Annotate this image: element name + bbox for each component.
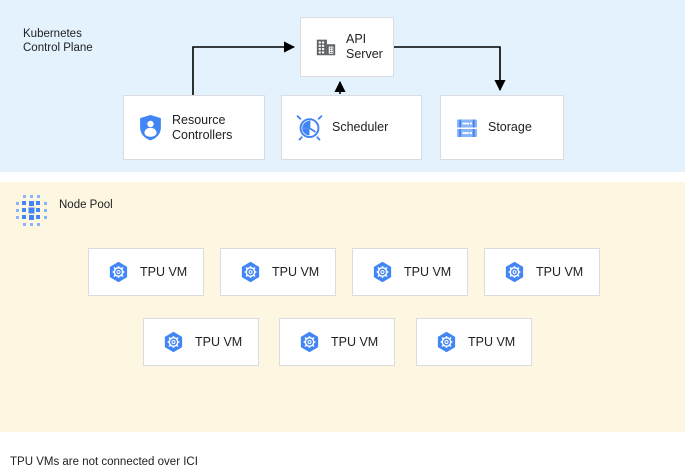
node-pool-panel (0, 182, 685, 432)
tpu-hex-gear-icon (437, 331, 456, 353)
box-tpu-vm-label: TPU VM (404, 264, 452, 279)
server-rack-icon (457, 119, 477, 137)
tpu-hex-gear-icon (373, 261, 392, 283)
tpu-hex-gear-icon (241, 261, 260, 283)
box-tpu-vm[interactable]: TPU VM (88, 248, 204, 296)
box-scheduler[interactable]: Scheduler (281, 95, 422, 160)
building-icon (316, 39, 336, 56)
box-tpu-vm[interactable]: TPU VM (279, 318, 395, 366)
footnote-text: TPU VMs are not connected over ICI (10, 456, 198, 468)
box-api-server-label: API Server (346, 32, 383, 61)
tpu-hex-gear-icon (300, 331, 319, 353)
tpu-hex-gear-icon (505, 261, 524, 283)
box-storage[interactable]: Storage (440, 95, 564, 160)
shield-person-icon (140, 115, 161, 141)
node-pool-dots-icon (16, 195, 47, 226)
box-tpu-vm[interactable]: TPU VM (416, 318, 532, 366)
box-tpu-vm[interactable]: TPU VM (352, 248, 468, 296)
box-tpu-vm[interactable]: TPU VM (220, 248, 336, 296)
alarm-clock-icon (296, 115, 323, 141)
tpu-hex-gear-icon (164, 331, 183, 353)
box-storage-label: Storage (488, 120, 532, 134)
tpu-hex-gear-icon (109, 261, 128, 283)
box-tpu-vm-label: TPU VM (272, 264, 320, 279)
box-tpu-vm-label: TPU VM (195, 334, 243, 349)
box-tpu-vm-label: TPU VM (536, 264, 584, 279)
box-tpu-vm[interactable]: TPU VM (143, 318, 259, 366)
box-api-server[interactable]: API Server (300, 17, 394, 77)
box-scheduler-label: Scheduler (332, 120, 389, 134)
box-tpu-vm-label: TPU VM (468, 334, 516, 349)
box-tpu-vm-label: TPU VM (331, 334, 379, 349)
box-resource-controllers[interactable]: Resource Controllers (123, 95, 265, 160)
control-plane-title: Kubernetes Control Plane (23, 28, 93, 54)
box-tpu-vm-label: TPU VM (140, 264, 188, 279)
box-resource-controllers-label: Resource Controllers (172, 112, 233, 142)
box-tpu-vm[interactable]: TPU VM (484, 248, 600, 296)
node-pool-title: Node Pool (59, 199, 113, 211)
